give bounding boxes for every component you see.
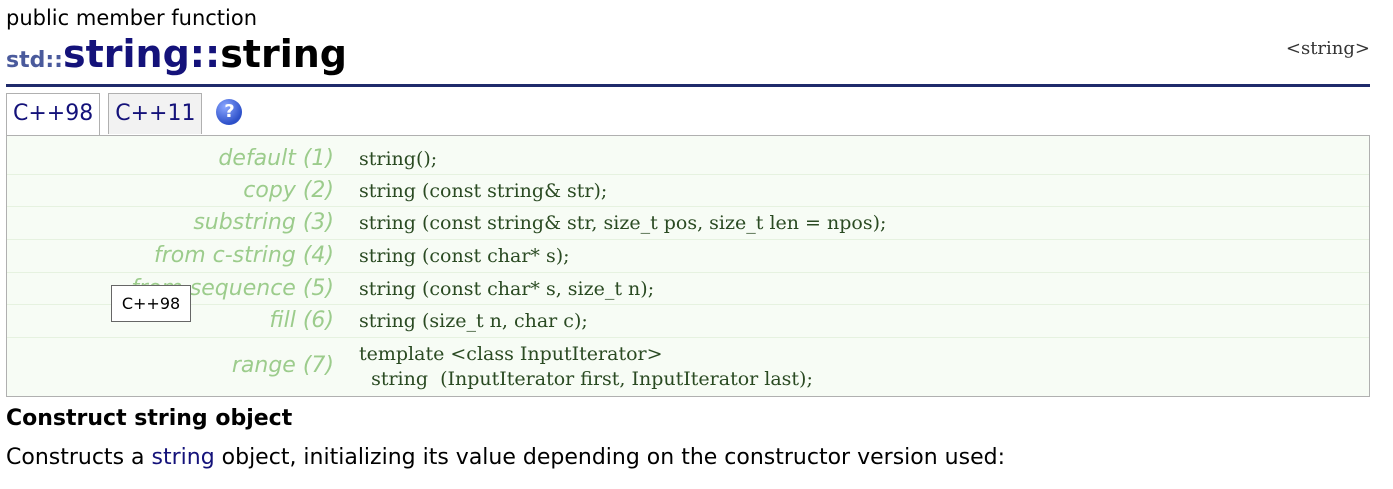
prototype-row: fill (6) string (size_t n, char c); <box>7 304 1369 338</box>
prototype-code: string(); <box>359 148 438 170</box>
prototype-code: string (size_t n, char c); <box>359 310 588 332</box>
prototype-label: default (1) <box>218 146 334 171</box>
prototype-row: default (1) string(); <box>7 142 1369 175</box>
string-link[interactable]: string <box>151 445 215 470</box>
title-row: std::string::string <string> <box>6 32 1370 87</box>
title-function: string <box>220 32 347 76</box>
version-tooltip: C++98 <box>111 285 191 322</box>
title-separator: :: <box>189 32 221 76</box>
description: Constructs a string object, initializing… <box>6 445 1005 470</box>
prototype-code: string (const char* s); <box>359 245 570 267</box>
prototype-label: range (7) <box>231 353 334 378</box>
header-library-link[interactable]: <string> <box>1285 38 1370 59</box>
description-text: Constructs a <box>6 445 152 470</box>
prototype-row: from c-string (4) string (const char* s)… <box>7 239 1369 273</box>
version-tabs: C++98 C++11 ? <box>6 93 243 136</box>
section-title: Construct string object <box>6 406 293 431</box>
title-class: string <box>62 32 190 76</box>
title-namespace: std:: <box>6 48 63 73</box>
help-icon[interactable]: ? <box>216 99 243 125</box>
member-kind: public member function <box>6 6 258 30</box>
tab-cpp11[interactable]: C++11 <box>108 93 203 134</box>
tab-cpp98[interactable]: C++98 <box>6 93 101 136</box>
prototype-box: default (1) string(); copy (2) string (c… <box>6 135 1370 397</box>
prototype-row: substring (3) string (const string& str,… <box>7 206 1369 240</box>
prototype-label: substring (3) <box>193 210 334 235</box>
prototype-code: string (const string& str, size_t pos, s… <box>359 212 887 234</box>
page-header: public member function std::string::stri… <box>6 4 1370 87</box>
prototype-code: string (const char* s, size_t n); <box>359 278 655 300</box>
page-title: std::string::string <box>6 32 347 76</box>
description-text: object, initializing its value depending… <box>214 445 1005 470</box>
prototype-label: copy (2) <box>243 178 334 203</box>
prototype-label: from c-string (4) <box>153 243 334 268</box>
prototype-code-template: template <class InputIterator> <box>359 343 663 365</box>
prototype-row: range (7) template <class InputIterator>… <box>7 337 1369 395</box>
prototype-label: fill (6) <box>269 308 334 333</box>
prototype-row: from sequence (5) string (const char* s,… <box>7 272 1369 305</box>
prototype-code: string (const string& str); <box>359 180 608 202</box>
prototype-code: string (InputIterator first, InputIterat… <box>359 368 813 390</box>
prototype-row: copy (2) string (const string& str); <box>7 174 1369 207</box>
